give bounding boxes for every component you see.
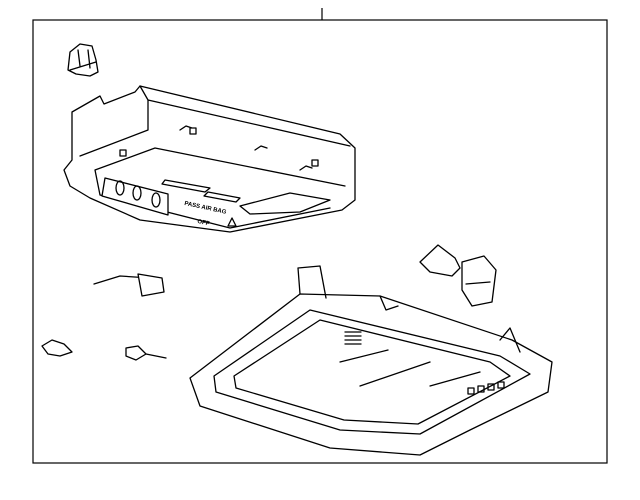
console-trim-bezel [189, 265, 553, 456]
console-housing [63, 85, 356, 233]
connector-middle [125, 345, 167, 361]
switch-panel [101, 177, 169, 216]
retaining-clip [67, 43, 99, 77]
wire-harness [93, 273, 165, 297]
mounting-bracket [419, 244, 497, 307]
airbag-indicator-icon [227, 217, 237, 227]
connector-left [41, 339, 73, 357]
diagram-frame [32, 19, 608, 464]
lamp-lens [239, 192, 331, 215]
